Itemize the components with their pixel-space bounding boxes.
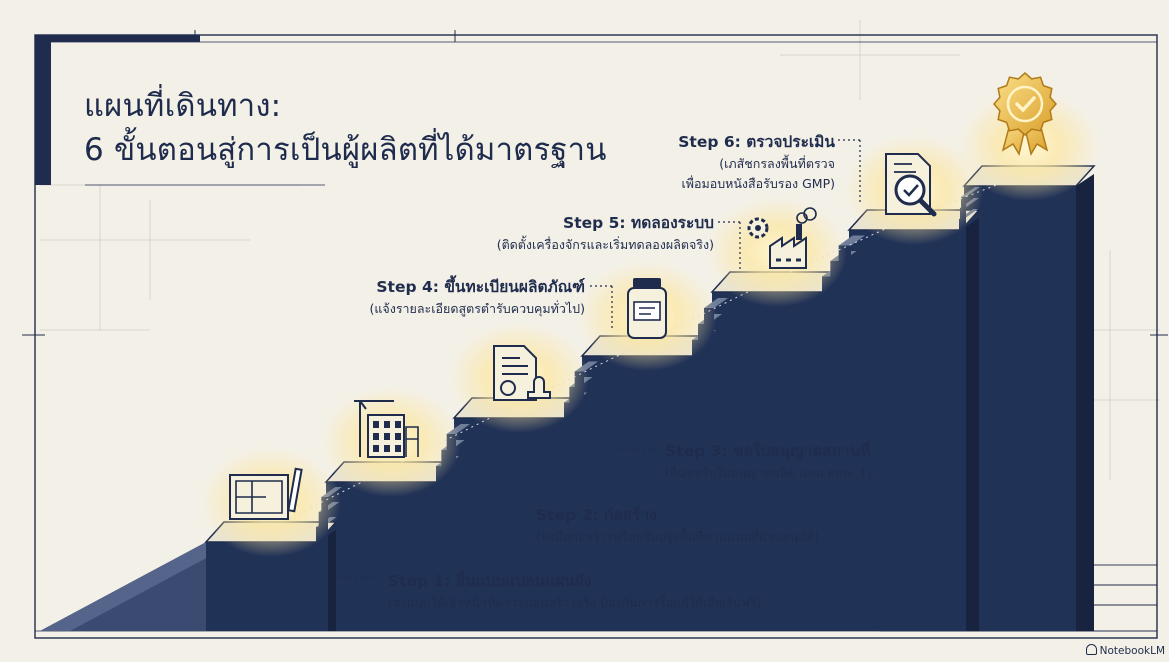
leader-lines — [335, 139, 861, 579]
step-2-label: Step 2: ก่อสร้าง (ลงมือก่อสร้างหรือปรับป… — [536, 502, 819, 547]
landing-front — [326, 482, 438, 631]
step-5-label: Step 5: ทดลองระบบ (ติดตั้งเครื่องจักรและ… — [497, 210, 714, 255]
seal — [993, 72, 1057, 136]
step-riser — [698, 324, 708, 631]
step-3-title: Step 3: ขอใบอนุญาตสถานที่ — [665, 442, 871, 460]
gear-hub — [755, 225, 761, 231]
crane — [354, 400, 394, 457]
landing-7 — [962, 165, 1096, 631]
window — [395, 421, 401, 428]
smoke — [803, 207, 817, 221]
step-riser — [321, 497, 328, 631]
step-2-title: Step 2: ก่อสร้าง — [536, 506, 657, 524]
step-riser — [574, 371, 584, 631]
step-riser — [441, 450, 451, 631]
bottle-cap — [633, 278, 661, 288]
step-5-title: Step 5: ทดลองระบบ — [563, 214, 714, 232]
icons-layer — [201, 72, 1099, 557]
landing-front — [712, 292, 824, 631]
landing-side — [1076, 174, 1094, 631]
magnifier — [894, 174, 926, 206]
landing-front — [582, 356, 694, 631]
step-4-title: Step 4: ขึ้นทะเบียนผลิตภัณฑ์ — [376, 278, 585, 296]
document-stamp-icon — [493, 345, 551, 401]
window — [373, 421, 379, 428]
product-bottle-icon — [627, 278, 667, 339]
step-1-title: Step 1: ยื่นแบบแปลนแผนผัง — [388, 572, 592, 590]
landing-6 — [847, 187, 981, 631]
step-6-title: Step 6: ตรวจประเมิน — [678, 133, 835, 151]
landing-front — [849, 230, 961, 631]
step-6-desc-1: (เภสัชกรลงพื้นที่ตรวจ — [719, 156, 835, 171]
magnifier-check — [903, 184, 919, 197]
window — [373, 433, 379, 440]
page-title: แผนที่เดินทาง: 6 ขั้นตอนสู่การเป็นผู้ผลิ… — [84, 84, 607, 172]
factory — [769, 236, 807, 269]
step-6-desc-2: เพื่อมอบหนังสือรับรอง GMP) — [681, 176, 835, 191]
certificate-badge-icon — [993, 72, 1057, 156]
label-lines — [639, 307, 655, 315]
step-3-desc: (ยื่นขอรับใบอนุญาตผลิต แบบ สบพ. 1) — [665, 465, 872, 480]
step-2-desc: (ลงมือก่อสร้างหรือปรับปรุงพื้นที่ตามแบบท… — [536, 529, 820, 544]
scaffold — [405, 426, 419, 457]
window — [373, 445, 379, 452]
landing-front — [454, 418, 566, 631]
step-1-label: Step 1: ยื่นแบบแปลนแผนผัง (ส่งแบบให้เจ้า… — [388, 568, 762, 613]
smoke — [796, 212, 808, 224]
corner-accent — [35, 35, 51, 185]
step-5-desc: (ติดตั้งเครื่องจักรและเริ่มทดลองผลิตจริง… — [496, 237, 714, 252]
seal-ring — [1006, 85, 1044, 123]
step-6-label: Step 6: ตรวจประเมิน (เภสัชกรลงพื้นที่ตรว… — [678, 129, 835, 194]
step-riser — [704, 308, 714, 631]
construction-crane-icon — [354, 400, 419, 458]
window — [384, 421, 390, 428]
pencil — [287, 467, 303, 513]
step-1-desc: (ส่งแบบให้เจ้าหน้าที่ตรวจก่อนสร้างจริง ป… — [388, 595, 762, 610]
step-4-label: Step 4: ขึ้นทะเบียนผลิตภัณฑ์ (แจ้งรายละเ… — [369, 274, 585, 319]
title-line-2: 6 ขั้นตอนสู่การเป็นผู้ผลิตที่ได้มาตรฐาน — [84, 132, 607, 168]
step-riser — [961, 197, 966, 631]
step-riser — [564, 402, 574, 631]
credit: NotebookLM — [1085, 644, 1165, 657]
landing-front — [206, 542, 318, 631]
bottle-label — [633, 301, 661, 321]
credit-text: NotebookLM — [1099, 645, 1165, 657]
step-riser — [838, 245, 851, 631]
blueprint-icon — [229, 467, 303, 520]
window — [395, 433, 401, 440]
report-lines — [894, 163, 916, 173]
step-riser — [436, 466, 446, 631]
title-line-1: แผนที่เดินทาง: — [84, 88, 282, 124]
inspection-magnifier-icon — [885, 153, 937, 217]
notebooklm-icon — [1085, 644, 1097, 655]
step-3-label: Step 3: ขอใบอนุญาตสถานที่ (ยื่นขอรับใบอน… — [665, 438, 872, 483]
doc-lines — [502, 357, 528, 375]
step-riser — [692, 340, 702, 631]
step-4-desc: (แจ้งรายละเอียดสูตรตำรับควบคุมทั่วไป) — [369, 301, 585, 316]
chimney — [796, 224, 802, 240]
ramp-top — [40, 540, 240, 631]
step-riser — [569, 387, 579, 631]
check-circle — [500, 380, 516, 396]
corner-accent-top — [35, 35, 200, 42]
step-riser — [446, 434, 456, 631]
factory-gear-icon — [747, 207, 817, 269]
magnifier-handle — [918, 198, 937, 217]
landing-front — [964, 186, 1076, 631]
seal-check — [1015, 96, 1036, 113]
stamp — [527, 376, 551, 399]
plan-lines — [235, 480, 283, 514]
window — [395, 445, 401, 452]
window — [384, 433, 390, 440]
window — [384, 445, 390, 452]
